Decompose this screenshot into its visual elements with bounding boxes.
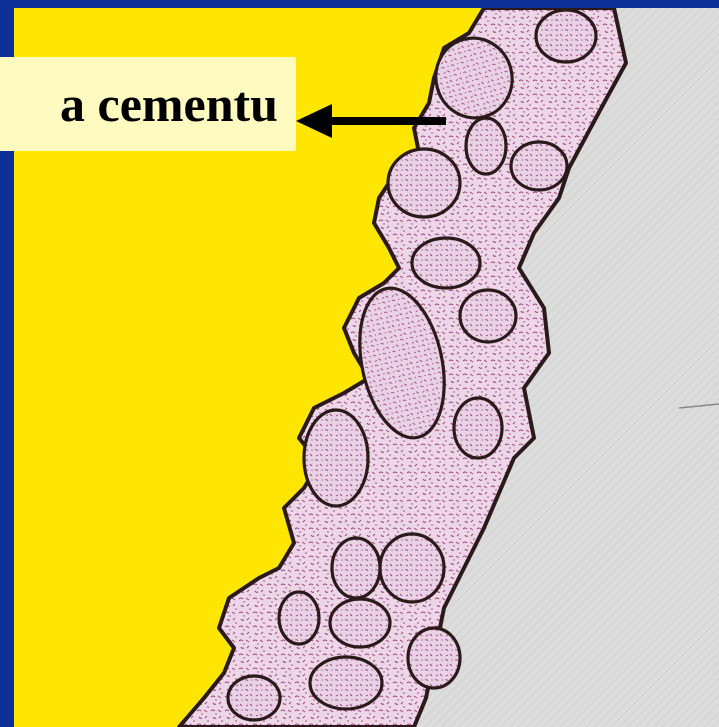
particle <box>536 10 596 62</box>
particle <box>228 676 280 720</box>
top-frame-border <box>0 0 719 8</box>
particle <box>304 410 368 506</box>
particle <box>408 628 460 688</box>
particle <box>460 290 516 342</box>
particle <box>388 149 460 217</box>
callout-label-text: a cementu <box>60 79 278 129</box>
particle <box>380 534 444 602</box>
particle <box>466 118 506 174</box>
particle <box>310 657 382 709</box>
particle <box>332 538 380 598</box>
particle <box>412 238 480 288</box>
particle <box>330 599 390 647</box>
particle <box>511 142 567 190</box>
particle <box>454 398 502 458</box>
callout-label: a cementu <box>0 57 296 151</box>
particle <box>279 592 319 644</box>
